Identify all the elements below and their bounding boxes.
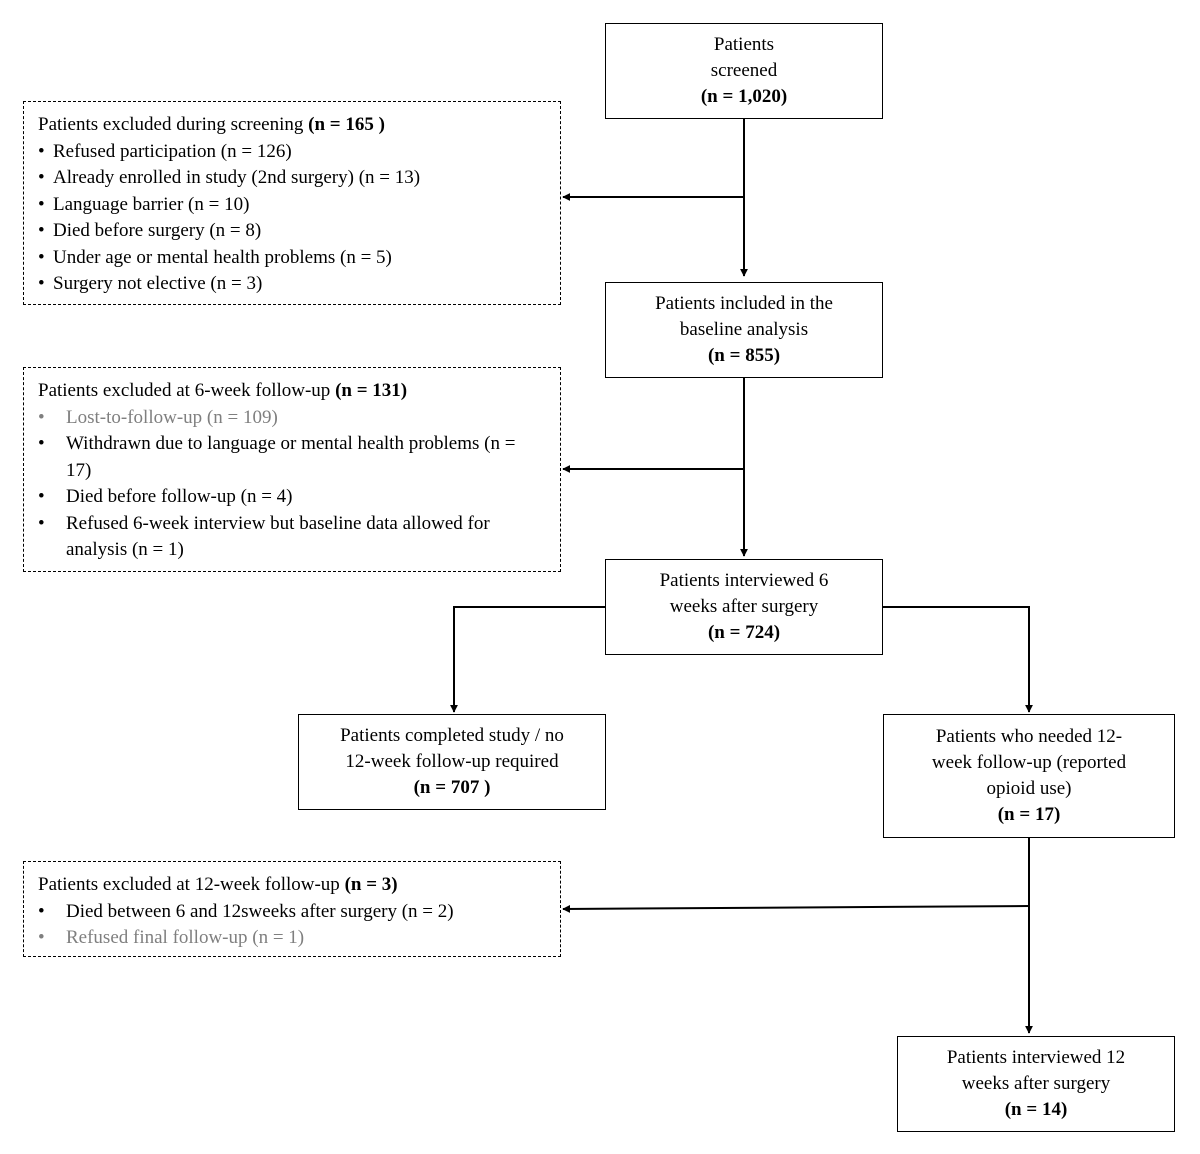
needed12-count: (n = 17) bbox=[997, 804, 1061, 825]
bullet-icon: • bbox=[38, 512, 45, 534]
bullet-icon: • bbox=[38, 220, 45, 241]
bullet-icon: • bbox=[38, 246, 45, 268]
list-item-text: Died between 6 and 12sweeks after surger… bbox=[66, 900, 454, 922]
bullet-icon: • bbox=[38, 140, 45, 162]
list-item: • Withdrawn due to language or mental hea… bbox=[38, 431, 528, 484]
bullet-icon: • bbox=[38, 167, 45, 188]
screened-line1: Patients bbox=[713, 34, 775, 55]
bullet-icon: • bbox=[38, 486, 45, 507]
excluded-12week-box: Patients excluded at 12-week follow-up (… bbox=[23, 861, 561, 957]
interviewed12-line2: weeks after surgery bbox=[961, 1073, 1111, 1094]
completed-line2: 12-week follow-up required bbox=[345, 751, 559, 772]
needed12-line3: opioid use) bbox=[986, 778, 1072, 799]
bullet-icon: • bbox=[38, 273, 45, 294]
interviewed-6week-box: Patients interviewed 6 weeks after surge… bbox=[605, 559, 883, 655]
interviewed6-line1: Patients interviewed 6 bbox=[659, 570, 829, 591]
excluded-12week-heading: Patients excluded at 12-week follow-up (… bbox=[38, 872, 560, 899]
bullet-icon: • bbox=[38, 193, 45, 215]
needed12-line2: week follow-up (reported bbox=[931, 752, 1127, 773]
list-item-text: Already enrolled in study (2nd surgery) … bbox=[53, 167, 421, 188]
bullet-icon: • bbox=[38, 927, 45, 948]
baseline-line1: Patients included in the bbox=[655, 293, 833, 314]
excluded-screening-heading: Patients excluded during screening (n = … bbox=[38, 112, 560, 139]
list-item-text: Died before follow-up (n = 4) bbox=[66, 486, 293, 507]
list-item-text: Died before surgery (n = 8) bbox=[53, 220, 262, 241]
interviewed12-count: (n = 14) bbox=[1004, 1099, 1068, 1120]
connector-6week-to-needed12 bbox=[883, 606, 1033, 713]
excluded-12week-list: • Died between 6 and 12sweeks after surge… bbox=[38, 899, 560, 952]
needed12-line1: Patients who needed 12- bbox=[935, 726, 1123, 747]
list-item-text: Refused final follow-up (n = 1) bbox=[66, 927, 305, 948]
list-item-text: Language barrier (n = 10) bbox=[53, 193, 250, 215]
completed-line1: Patients completed study / no bbox=[340, 725, 564, 746]
excluded-6week-box: Patients excluded at 6-week follow-up (n… bbox=[23, 367, 561, 572]
interviewed12-line1: Patients interviewed 12 bbox=[946, 1047, 1126, 1068]
excluded-screening-box: Patients excluded during screening (n = … bbox=[23, 101, 561, 305]
excluded-12week-heading-text: Patients excluded at 12-week follow-up bbox=[38, 874, 345, 895]
list-item-text: Withdrawn due to language or mental heal… bbox=[66, 433, 516, 481]
interviewed6-count: (n = 724) bbox=[707, 622, 781, 643]
screened-line2: screened bbox=[710, 60, 778, 81]
excluded-6week-list: • Lost-to-follow-up (n = 109) • Withdrawn … bbox=[38, 405, 528, 564]
list-item-text: Surgery not elective (n = 3) bbox=[53, 273, 263, 294]
needed-12week-box: Patients who needed 12- week follow-up (… bbox=[883, 714, 1175, 838]
list-item-text: Under age or mental health problems (n =… bbox=[53, 246, 392, 268]
list-item-text: Refused participation (n = 126) bbox=[53, 140, 292, 162]
excluded-screening-list: • Refused participation (n = 126) • Alread… bbox=[38, 139, 560, 298]
list-item: • Died before follow-up (n = 4) bbox=[38, 484, 528, 511]
list-item: • Died before surgery (n = 8) bbox=[38, 218, 560, 245]
list-item: • Under age or mental health problems (n … bbox=[38, 245, 560, 272]
screened-count: (n = 1,020) bbox=[700, 86, 788, 107]
excluded-12week-heading-count: (n = 3) bbox=[344, 874, 398, 895]
excluded-screening-heading-count: (n = 165 ) bbox=[308, 114, 385, 135]
excluded-screening-heading-text: Patients excluded during screening bbox=[38, 114, 309, 135]
bullet-icon: • bbox=[38, 900, 45, 922]
list-item: • Refused participation (n = 126) bbox=[38, 139, 560, 166]
completed-count: (n = 707 ) bbox=[413, 777, 491, 798]
baseline-line2: baseline analysis bbox=[679, 319, 809, 340]
baseline-box: Patients included in the baseline analys… bbox=[605, 282, 883, 378]
screened-box: Patients screened (n = 1,020) bbox=[605, 23, 883, 119]
excluded-6week-heading-count: (n = 131) bbox=[335, 380, 408, 401]
excluded-6week-heading-text: Patients excluded at 6-week follow-up bbox=[38, 380, 336, 401]
excluded-6week-heading: Patients excluded at 6-week follow-up (n… bbox=[38, 378, 560, 405]
bullet-icon: • bbox=[38, 433, 45, 454]
interviewed-12week-box: Patients interviewed 12 weeks after surg… bbox=[897, 1036, 1175, 1132]
bullet-icon: • bbox=[38, 406, 45, 428]
list-item: • Surgery not elective (n = 3) bbox=[38, 271, 560, 298]
list-item: • Already enrolled in study (2nd surgery)… bbox=[38, 165, 560, 192]
baseline-count: (n = 855) bbox=[707, 345, 781, 366]
list-item: • Refused final follow-up (n = 1) bbox=[38, 925, 560, 952]
connector-6week-to-completed bbox=[450, 606, 606, 713]
list-item: • Lost-to-follow-up (n = 109) bbox=[38, 405, 528, 432]
list-item-text: Lost-to-follow-up (n = 109) bbox=[66, 406, 278, 428]
list-item: • Refused 6-week interview but baseline d… bbox=[38, 511, 528, 564]
connector-to-excluded-12week bbox=[562, 904, 1030, 913]
list-item-text: Refused 6-week interview but baseline da… bbox=[66, 512, 490, 561]
list-item: • Language barrier (n = 10) bbox=[38, 192, 560, 219]
completed-box: Patients completed study / no 12-week fo… bbox=[298, 714, 606, 810]
interviewed6-line2: weeks after surgery bbox=[669, 596, 819, 617]
list-item: • Died between 6 and 12sweeks after surge… bbox=[38, 899, 560, 926]
